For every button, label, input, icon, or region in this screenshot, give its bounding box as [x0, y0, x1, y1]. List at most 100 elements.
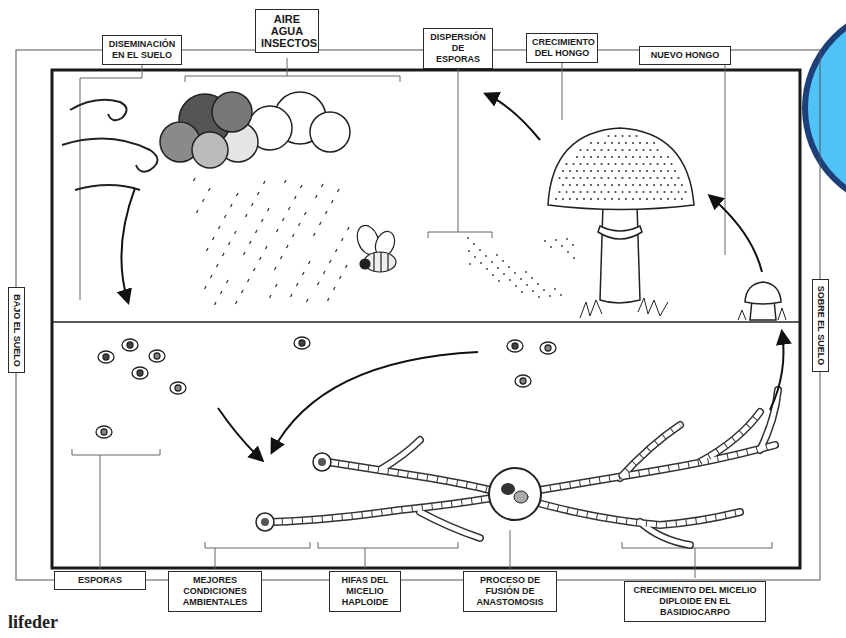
falling-spore	[497, 267, 499, 269]
raindrop	[235, 231, 237, 234]
cap-spot	[660, 170, 662, 172]
raindrop	[338, 189, 340, 192]
cap-spot	[646, 156, 648, 158]
cap-spot	[576, 170, 578, 172]
falling-spore	[560, 294, 562, 296]
cap-spot	[590, 156, 592, 158]
cap-spot	[649, 177, 651, 179]
cap-spot	[635, 191, 637, 193]
falling-spore	[573, 257, 575, 259]
spores	[96, 337, 556, 438]
falling-spore	[486, 268, 488, 270]
raindrop	[223, 253, 225, 256]
cap-spot	[614, 177, 616, 179]
falling-spore	[480, 262, 482, 264]
cap-spot	[593, 149, 595, 151]
raindrop	[285, 180, 287, 183]
raindrop	[320, 222, 322, 225]
falling-spore	[561, 245, 563, 247]
cap-spot	[562, 184, 564, 186]
label-tag: PROCESO DE FUSIÓN DE ANASTOMOSIS	[463, 571, 557, 612]
cap-spot	[632, 170, 634, 172]
label-text: DISPERSIÓN DE ESPORAS	[429, 32, 487, 65]
label-tag: CRECIMIENTO DEL HONGO	[526, 33, 598, 63]
cap-spot	[667, 198, 669, 200]
raindrop	[275, 267, 277, 270]
cap-spot	[649, 149, 651, 151]
label-text: PROCESO DE FUSIÓN DE ANASTOMOSIS	[469, 575, 551, 608]
raindrop	[328, 298, 330, 301]
cap-spot	[621, 191, 623, 193]
ground-line	[52, 321, 800, 323]
raindrop	[252, 203, 254, 206]
raindrop	[264, 181, 266, 184]
cap-spot	[607, 149, 609, 151]
cap-spot	[674, 184, 676, 186]
label-tag: HIFAS DEL MICELIO HAPLOIDE	[329, 571, 401, 612]
cap-spot	[660, 198, 662, 200]
cap-spot	[667, 184, 669, 186]
cap-spot	[576, 184, 578, 186]
cap-spot	[579, 163, 581, 165]
cap-spot	[618, 184, 620, 186]
raindrop	[209, 188, 211, 191]
cap-spot	[618, 198, 620, 200]
label-tag: SOBRE EL SUELO	[812, 279, 829, 372]
label-tag: CRECIMIENTO DEL MICELIO DIPLOIDE EN EL B…	[624, 581, 766, 622]
cap-spot	[569, 170, 571, 172]
raindrop	[221, 291, 223, 294]
cap-spot	[562, 198, 564, 200]
label-tag: MEJORES CONDICIONES AMBIENTALES	[168, 571, 262, 612]
cap-spot	[642, 163, 644, 165]
cap-spot	[660, 184, 662, 186]
falling-spore	[496, 254, 498, 256]
label-tag: DISEMINACIÓN EN EL SUELO	[102, 35, 182, 65]
cap-spot	[586, 163, 588, 165]
cap-spot	[628, 163, 630, 165]
cap-spot	[576, 156, 578, 158]
falling-spore	[508, 266, 510, 268]
cap-spot	[583, 184, 585, 186]
raindrop	[287, 245, 289, 248]
cap-spot	[656, 149, 658, 151]
cap-spot	[600, 163, 602, 165]
raindrop	[293, 234, 295, 237]
raindrop	[305, 212, 307, 215]
leader-lines	[72, 58, 772, 578]
cap-spot	[562, 170, 564, 172]
cap-spot	[649, 191, 651, 193]
cap-spot	[625, 170, 627, 172]
cap-spot	[614, 191, 616, 193]
raindrop	[246, 214, 248, 217]
inner-frame	[52, 70, 800, 568]
cap-spot	[646, 198, 648, 200]
falling-spore	[543, 289, 545, 291]
cap-spot	[611, 198, 613, 200]
cap-spot	[670, 191, 672, 193]
cap-spot	[579, 177, 581, 179]
label-tag: ESPORAS	[54, 571, 146, 590]
cap-spot	[618, 142, 620, 144]
cap-spot	[614, 163, 616, 165]
raindrop	[316, 195, 318, 198]
cap-spot	[628, 177, 630, 179]
cap-spot	[572, 177, 574, 179]
raindrop	[256, 230, 258, 233]
raindrop	[332, 200, 334, 203]
label-text: ESPORAS	[60, 575, 140, 586]
cap-spot	[614, 149, 616, 151]
cap-spot	[632, 142, 634, 144]
falling-spore	[550, 246, 552, 248]
cap-spot	[590, 184, 592, 186]
label-tag: AIRE AGUA INSECTOS	[255, 9, 319, 53]
cap-spot	[635, 149, 637, 151]
cap-spot	[611, 170, 613, 172]
raindrop	[248, 279, 250, 282]
cap-spot	[670, 163, 672, 165]
raindrop	[322, 184, 324, 187]
cap-spot	[674, 198, 676, 200]
cap-spot	[625, 198, 627, 200]
raindrop	[262, 219, 264, 222]
